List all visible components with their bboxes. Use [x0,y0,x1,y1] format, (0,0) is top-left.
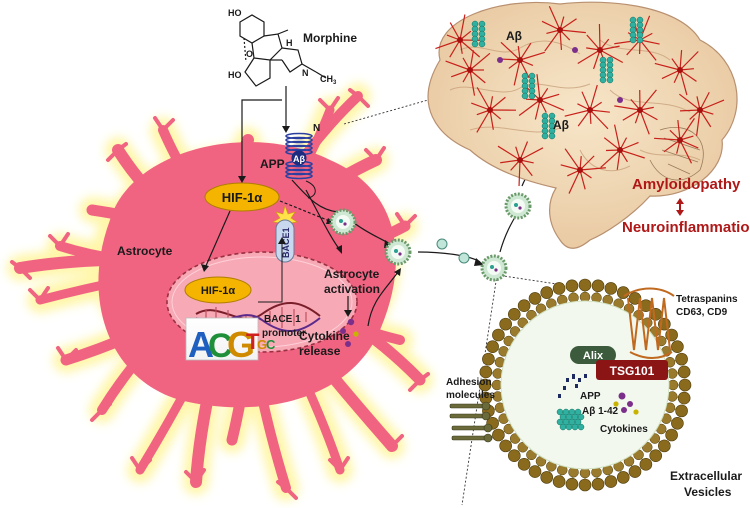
bace1-promoter-motif: A C G T G C [185,317,276,365]
bidirectional-arrow [676,198,684,216]
tetraspanins-line1: Tetraspanins [676,294,738,305]
brain-abeta-label-2: Aβ [553,118,569,132]
ho-top-label: HO [228,8,242,18]
h-label: H [286,38,293,48]
n-terminal-label: N [313,123,320,134]
hif-1a-nucleus-label: HIF-1α [201,285,236,297]
astrocyte-activation-line1: Astrocyte [324,267,380,281]
hif-1a-nucleus-oval: HIF-1α [184,276,252,304]
amyloidopathy-label: Amyloidopathy [632,176,741,193]
neuroinflammation-label: Neuroinflammation [622,219,750,236]
adhesion-molecules [449,401,493,443]
brain-abeta-label-1: Aβ [506,29,522,43]
cytokine-release-line2: release [299,344,341,358]
abeta-receptor-label: Aβ [293,154,305,164]
extracellular-vesicles-line2: Vesicles [684,485,732,499]
ev-cytokines-cargo [613,392,639,415]
motif-g: G [227,324,255,365]
extracellular-vesicles-line1: Extracellular [670,469,742,483]
alix-label: Alix [583,350,604,362]
tiny-particle [436,238,448,250]
hif-1a-label: HIF-1α [222,190,263,205]
app-label: APP [260,157,285,171]
motif-c: C [208,327,233,365]
ev-app-cargo [558,374,587,398]
motif-g2: G [257,337,267,352]
adhesion-molecules-line2: molecules [446,390,495,401]
tetraspanin-protein [623,287,675,359]
ev-lipid-bilayer [478,278,692,492]
tsg101-label: TSG101 [610,364,655,378]
hif-1a-cytoplasm-oval: HIF-1α [204,182,280,212]
o-bridge-label: O [246,49,253,59]
motif-t: T [246,329,260,354]
bace1-label: BACE1 [281,227,291,258]
tetraspanins-line2: CD63, CD9 [676,307,728,318]
motif-a: A [188,324,214,365]
brain: Aβ Aβ [427,1,738,249]
motif-c2: C [266,337,276,352]
adhesion-molecules-line1: Adhesion [446,377,492,388]
tiny-particle [458,252,470,264]
tsg101-protein: TSG101 [596,360,668,380]
alix-protein: Alix [570,346,616,364]
bace1-promoter-line2: promoter [262,328,306,339]
cytokine-release-line1: Cytokine [299,329,350,343]
ev-app-label: APP [580,391,601,402]
astrocyte-label: Astrocyte [117,244,173,258]
extracellular-vesicle: Alix TSG101 APP Aβ 1-42 Cytokines [478,278,692,492]
morphine-structure [239,14,327,87]
ho-bottom-label: HO [228,70,242,80]
connector-dotted-lines [343,99,611,506]
ev-abeta-cluster [556,408,585,431]
cytokine-particles [340,318,359,347]
morphine-atom-labels: HO O H N CH3 HO Morphine [228,8,357,86]
morphine-label: Morphine [303,31,357,45]
ev-cytokines-label: Cytokines [600,424,648,435]
ch3-label: CH3 [320,74,337,86]
ev-abeta-label: Aβ 1-42 [582,406,619,417]
brain-amyloid-plaques [471,16,644,140]
app-receptor: Aβ N APP [260,123,320,199]
n-atom-label: N [302,68,309,78]
bace1-enzyme: BACE1 [272,204,298,263]
astrocyte-activation-line2: activation [324,282,380,296]
bace1-promoter-line1: BACE 1 [264,314,301,325]
